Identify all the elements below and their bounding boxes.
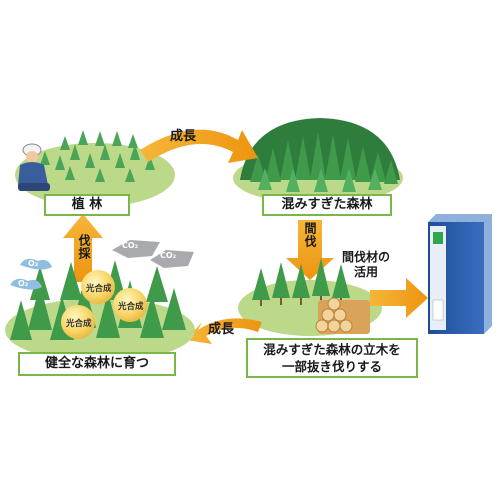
seedlings: [40, 130, 155, 182]
timber-use-text: 間伐材の 活用: [342, 250, 390, 280]
thinning-description-line2: 一部抜き伐りする: [281, 359, 382, 374]
harvest-text: 伐採: [77, 234, 91, 260]
planting-label: 植 林: [44, 194, 130, 216]
photosynthesis-text: 光合成: [66, 319, 92, 329]
use-arrow: [370, 278, 428, 318]
photosynthesis-bubble: [61, 305, 95, 339]
growth-arrow-top: [140, 129, 258, 163]
o2-clouds: [10, 258, 52, 290]
photosynthesis-bubble: [81, 270, 115, 304]
co2-text: CO₂: [160, 251, 177, 260]
photosynthesis-bubble: [113, 288, 147, 322]
thinned-forest-scene: [238, 258, 382, 336]
harvest-arrow: [63, 214, 103, 282]
thinning-text: 間伐: [303, 222, 317, 248]
planting-scene: [15, 130, 175, 207]
binder-icon: [428, 214, 492, 334]
log-pile: [315, 297, 370, 334]
o2-text: O₂: [28, 259, 39, 268]
growth-arrow-bottom: [186, 318, 262, 344]
o2-text: O₂: [18, 279, 29, 288]
worker-figure: [18, 143, 50, 191]
growth-top-text: 成長: [170, 129, 197, 144]
timber-use-line1: 間伐材の: [342, 250, 391, 264]
photosynthesis-text: 光合成: [118, 302, 144, 312]
healthy-forest-label: 健全な森林に育つ: [18, 352, 176, 376]
overcrowded-forest-label: 混みすぎた森林: [262, 194, 392, 216]
healthy-forest-scene: [5, 240, 195, 362]
timber-use-line2: 活用: [354, 265, 379, 279]
co2-text: CO₂: [122, 241, 139, 250]
thinning-description-line1: 混みすぎた森林の立木を: [263, 342, 401, 357]
co2-clouds: [112, 240, 194, 268]
growth-bottom-text: 成長: [208, 322, 235, 337]
photosynthesis-text: 光合成: [86, 284, 112, 294]
overcrowded-forest-scene: [233, 118, 403, 204]
thinning-description-label: 混みすぎた森林の立木を 一部抜き伐りする: [246, 338, 418, 378]
